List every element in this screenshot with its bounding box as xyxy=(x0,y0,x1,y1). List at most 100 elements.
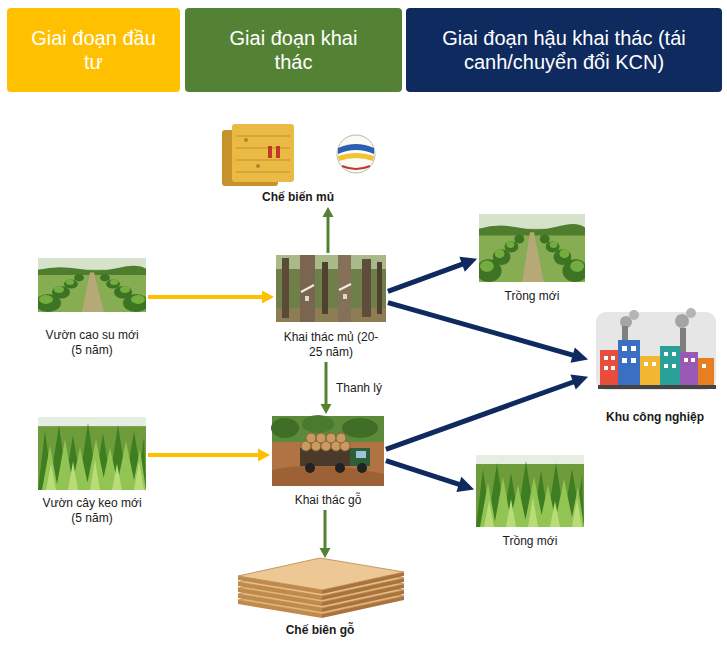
factory-icon-part xyxy=(680,328,686,352)
rubber-ball-part xyxy=(338,153,374,161)
photo-caption: Chế biến mủ xyxy=(215,190,381,205)
factory-icon-part xyxy=(660,346,680,386)
logging-photo-part xyxy=(301,433,350,451)
plywood-stack-part-part xyxy=(238,558,404,590)
factory-icon-part-part xyxy=(652,362,656,366)
arrow-line xyxy=(388,303,574,356)
phase-title: Giai đoạn khai thác xyxy=(213,26,374,74)
factory-icon xyxy=(596,308,716,390)
factory-icon-part xyxy=(698,358,714,386)
logging-photo-part-part xyxy=(306,433,316,443)
factory-icon-part xyxy=(600,350,618,386)
logging-photo-part-part xyxy=(326,433,336,443)
rubber-ball xyxy=(337,135,375,173)
rubber-sheets-part xyxy=(244,138,248,142)
flow-arrow xyxy=(386,461,474,492)
factory-icon-part xyxy=(596,312,716,390)
rubber-sheets-part xyxy=(276,146,280,158)
rubber-sheets-part xyxy=(232,124,294,182)
photo-space xyxy=(479,214,585,289)
flow-arrow xyxy=(321,362,332,414)
logging-photo-part xyxy=(356,451,366,458)
factory-icon-part-part xyxy=(702,364,706,368)
arrow-head xyxy=(258,449,270,462)
phase-title: Giai đoạn đầu tư xyxy=(31,26,156,74)
arrow-line xyxy=(386,382,574,450)
photo-space xyxy=(38,258,146,328)
tapping-photo-part xyxy=(377,262,382,314)
photo-space xyxy=(215,118,381,190)
photo-caption: Trồng mới xyxy=(476,534,584,549)
photo-caption: Khai thác gỗ xyxy=(272,493,384,508)
rubber-ball-part xyxy=(338,144,374,154)
rubber-sheets-part xyxy=(236,136,290,172)
tapping-photo-part xyxy=(282,258,289,318)
arrow-head xyxy=(320,548,331,558)
photo-space xyxy=(235,560,405,623)
phase-band: Giai đoạn khai thác xyxy=(185,8,402,92)
photo-space xyxy=(38,417,146,496)
rubber-sheets-part xyxy=(256,164,260,168)
flow-arrow xyxy=(320,510,331,558)
arrow-head xyxy=(321,404,332,414)
factory-icon-part-part xyxy=(664,364,668,368)
arrow-line xyxy=(148,295,263,299)
logging-photo-part xyxy=(357,463,367,473)
photo-node: Vườn cây keo mới (5 năm) xyxy=(38,417,146,526)
flow-arrow xyxy=(148,291,274,304)
logging-photo-part xyxy=(272,416,384,486)
arrow-head xyxy=(459,257,477,272)
logging-photo-part xyxy=(302,415,334,433)
factory-icon-part xyxy=(604,346,706,370)
edge-label: Thanh lý xyxy=(334,381,384,395)
factory-icon-part-part xyxy=(611,356,615,360)
factory-icon-part xyxy=(618,340,640,386)
photo-caption: Vườn cao su mới (5 năm) xyxy=(42,328,142,358)
flow-arrow xyxy=(388,257,477,292)
arrow-head xyxy=(323,207,334,217)
arrow-line xyxy=(386,461,460,485)
factory-icon-part xyxy=(640,356,660,386)
factory-icon-part-part xyxy=(672,364,676,368)
logging-photo-part-part xyxy=(336,433,346,443)
logging-photo-part xyxy=(350,448,370,466)
photo-node: Trồng mới xyxy=(479,214,585,304)
plantation-photo xyxy=(476,455,584,527)
factory-icon-part xyxy=(598,385,716,389)
logging-photo-part-part xyxy=(316,433,326,443)
rubber-sheets xyxy=(222,124,294,186)
photo-node: Khai thác mủ (20-25 năm) xyxy=(276,255,386,360)
photo-caption: Trồng mới xyxy=(479,289,585,304)
plantation-photo xyxy=(35,258,149,312)
logging-photo xyxy=(271,415,384,486)
factory-icon-part-part xyxy=(664,352,668,356)
arrow-head xyxy=(570,375,588,390)
photo-node: Trồng mới xyxy=(476,455,584,549)
factory-icon-part-part xyxy=(684,358,688,362)
arrow-line xyxy=(388,264,463,291)
plywood-stack-part xyxy=(238,558,404,594)
phase-band: Giai đoạn đầu tư xyxy=(7,8,180,92)
logging-photo-part xyxy=(335,463,345,473)
rubber-sheets-part xyxy=(268,146,272,158)
phase-title: Giai đoạn hậu khai thác (tái canh/chuyển… xyxy=(426,26,702,74)
factory-icon-part xyxy=(686,308,696,318)
arrow-line xyxy=(325,362,328,405)
factory-icon-part-part xyxy=(622,358,627,363)
arrow-head xyxy=(262,291,274,304)
photo-caption: Vườn cây keo mới (5 năm) xyxy=(40,496,144,526)
plantation-photo xyxy=(38,417,146,490)
logging-photo-part xyxy=(272,416,384,442)
tapping-photo-part xyxy=(362,259,371,317)
arrow-line xyxy=(148,453,259,457)
logging-photo-part xyxy=(342,418,378,438)
tapping-photo-part xyxy=(301,284,351,292)
tapping-photo-part xyxy=(322,262,328,314)
photo-caption: Khu công nghiệp xyxy=(590,410,720,425)
factory-icon-part-part xyxy=(644,362,648,366)
photo-caption: Chế biên gỗ xyxy=(235,623,405,638)
photo-node: Chế biến mủ xyxy=(215,118,381,205)
